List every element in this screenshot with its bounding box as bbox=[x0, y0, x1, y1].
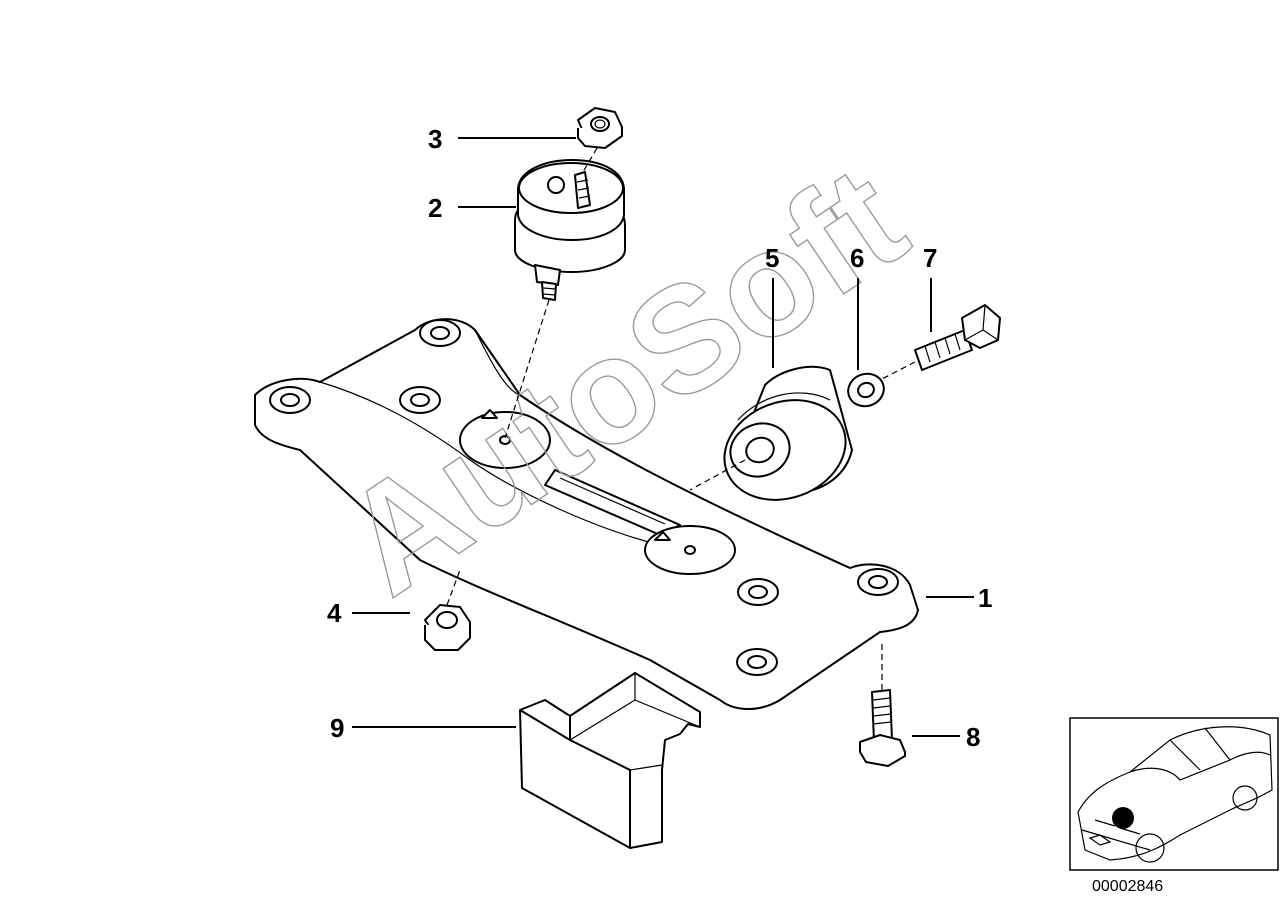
callout-6: 6 bbox=[850, 243, 864, 273]
callout-8: 8 bbox=[966, 722, 980, 752]
cover-plate[interactable] bbox=[519, 672, 701, 849]
callout-9: 9 bbox=[330, 713, 344, 743]
callout-4: 4 bbox=[327, 598, 342, 628]
hex-bolt-long[interactable] bbox=[914, 304, 1001, 371]
washer[interactable] bbox=[844, 369, 889, 411]
transmission-crossmember[interactable] bbox=[254, 318, 919, 710]
reference-number: 00002846 bbox=[1092, 878, 1163, 895]
rubber-bushing[interactable] bbox=[710, 365, 859, 516]
transmission-mount[interactable] bbox=[514, 159, 626, 301]
callout-1: 1 bbox=[978, 583, 992, 613]
location-marker-icon bbox=[1112, 807, 1134, 829]
crossmember-hole bbox=[857, 568, 899, 596]
hex-nut-top[interactable] bbox=[577, 107, 623, 149]
crossmember-hole bbox=[269, 386, 311, 414]
callout-7: 7 bbox=[923, 243, 937, 273]
callout-3: 3 bbox=[428, 124, 442, 154]
crossmember-hole bbox=[736, 648, 778, 676]
callout-5: 5 bbox=[765, 243, 779, 273]
crossmember-hole bbox=[419, 319, 461, 347]
vehicle-location-inset: 00002846 bbox=[1069, 717, 1279, 895]
callout-2: 2 bbox=[428, 193, 442, 223]
flange-bolt[interactable] bbox=[859, 689, 906, 767]
car-outline-icon bbox=[1077, 726, 1273, 863]
crossmember-hole bbox=[399, 386, 441, 414]
crossmember-hole bbox=[737, 578, 779, 606]
flange-nut-bottom[interactable] bbox=[424, 604, 471, 651]
